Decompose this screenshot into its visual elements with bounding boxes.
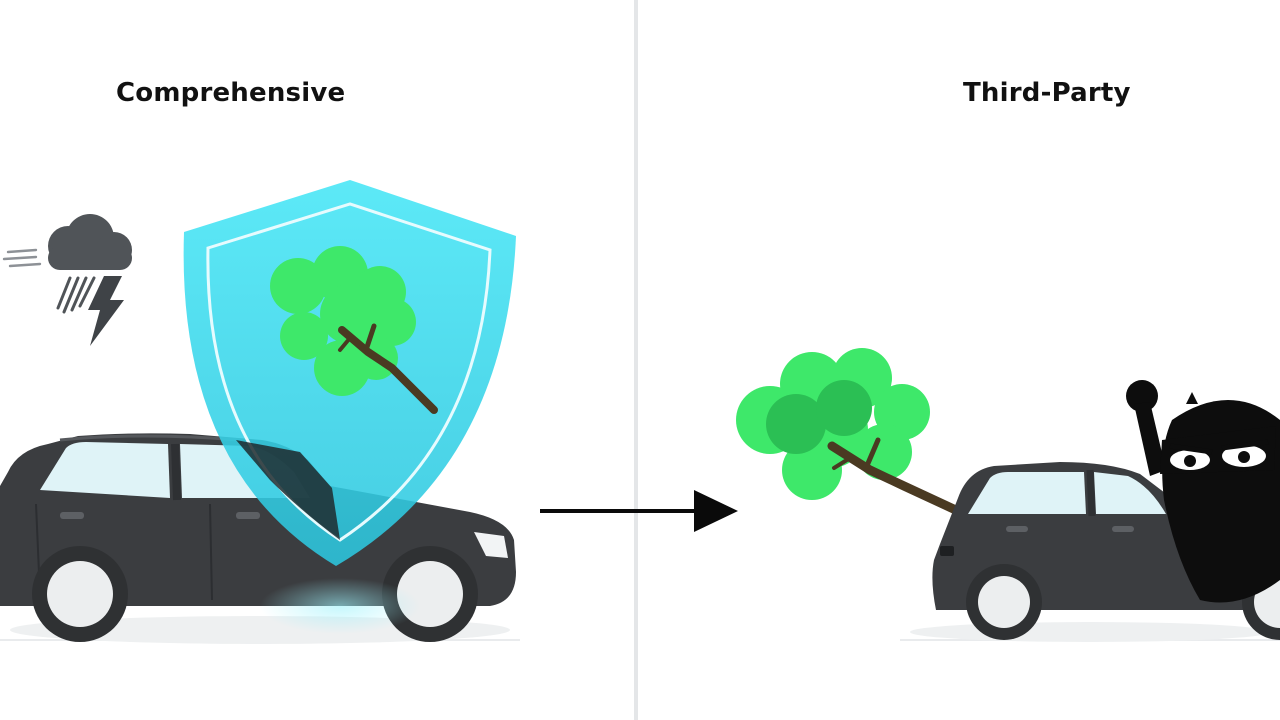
- tree-branch-icon: [736, 348, 965, 517]
- comprehensive-title: Comprehensive: [116, 78, 346, 108]
- masked-figure-icon: [1126, 380, 1280, 603]
- tree-branch-icon: [270, 246, 438, 414]
- storm-cloud-lightning-icon: [2, 214, 132, 346]
- right-arrow-icon: [540, 490, 738, 532]
- third-party-title: Third-Party: [963, 78, 1131, 108]
- panel-divider: [634, 0, 638, 720]
